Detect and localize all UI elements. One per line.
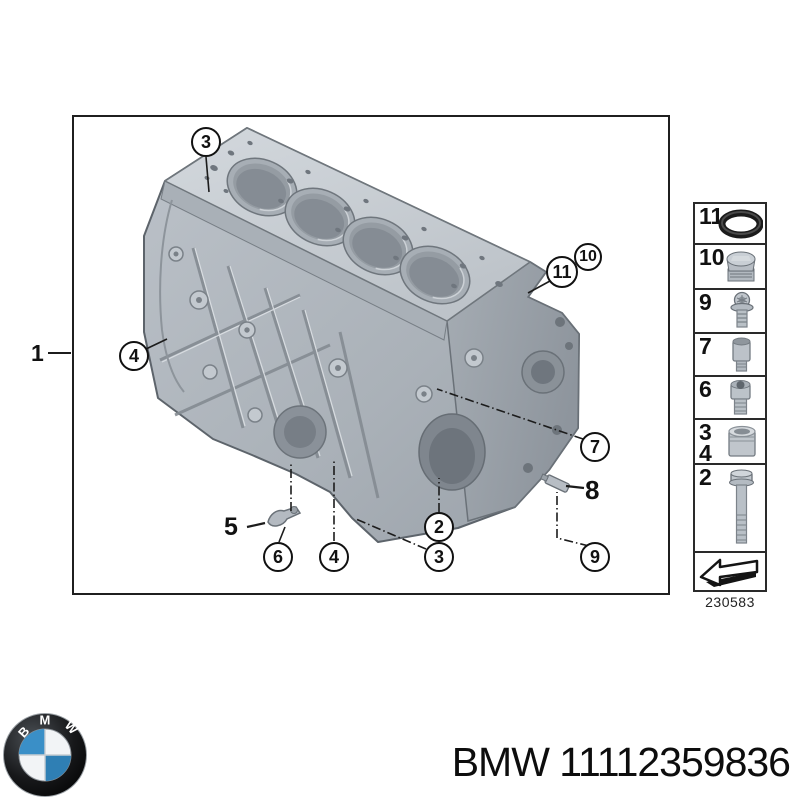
flange-bolt-icon [730,291,754,328]
engine-openings [273,317,573,491]
callout-7: 7 [580,432,610,462]
o-ring-icon [718,209,763,238]
leader-lines [48,156,590,550]
legend-row-3-4: 3 4 [695,420,765,465]
legend-number: 4 [699,440,712,466]
callout-9: 9 [580,542,610,572]
logo-letter-m: M [40,713,51,728]
parts-legend-panel: 11 10 9 7 [693,202,767,592]
stud-part [540,473,570,493]
callout-8: 8 [585,475,600,505]
callout-4-left: 4 [119,341,149,371]
sensor-bracket-part [267,506,302,527]
legend-number: 6 [699,376,712,402]
legend-row-2: 2 [695,465,765,553]
drawing-number: 230583 [705,594,755,610]
dowel-sleeve-icon [728,425,756,457]
deck-holes [204,140,503,289]
legend-row-arrow [695,553,765,590]
callout-3-bottom: 3 [424,542,454,572]
legend-number: 7 [699,333,712,359]
screw-plug-icon [726,251,756,281]
callout-6: 6 [263,542,293,572]
legend-row-7: 7 [695,334,765,377]
legend-row-9: 9 [695,290,765,334]
callout-4-bottom: 4 [319,542,349,572]
legend-number: 10 [699,244,725,270]
legend-row-10: 10 [695,245,765,290]
long-bolt-icon [729,469,754,544]
callout-1: 1 [31,340,44,366]
callout-2: 2 [424,512,454,542]
legend-row-11: 11 [695,204,765,245]
legend-number: 3 [699,419,712,445]
callout-3-top: 3 [191,127,221,157]
legend-row-6: 6 [695,377,765,420]
legend-number: 9 [699,289,712,315]
bmw-logo: B M W [3,713,87,797]
callout-5: 5 [224,513,238,541]
legend-number: 2 [699,464,712,490]
socket-head-bolt-icon [730,379,751,415]
boss-centers [173,251,477,397]
timing-cover-contour [159,199,185,393]
callout-10: 10 [574,243,602,271]
adapter-stud-icon [732,337,751,372]
callout-11: 11 [546,256,578,288]
direction-arrow-icon [699,558,759,587]
part-number-text: BMW 11112359836 [451,739,791,785]
cylinder-bores [226,157,471,305]
